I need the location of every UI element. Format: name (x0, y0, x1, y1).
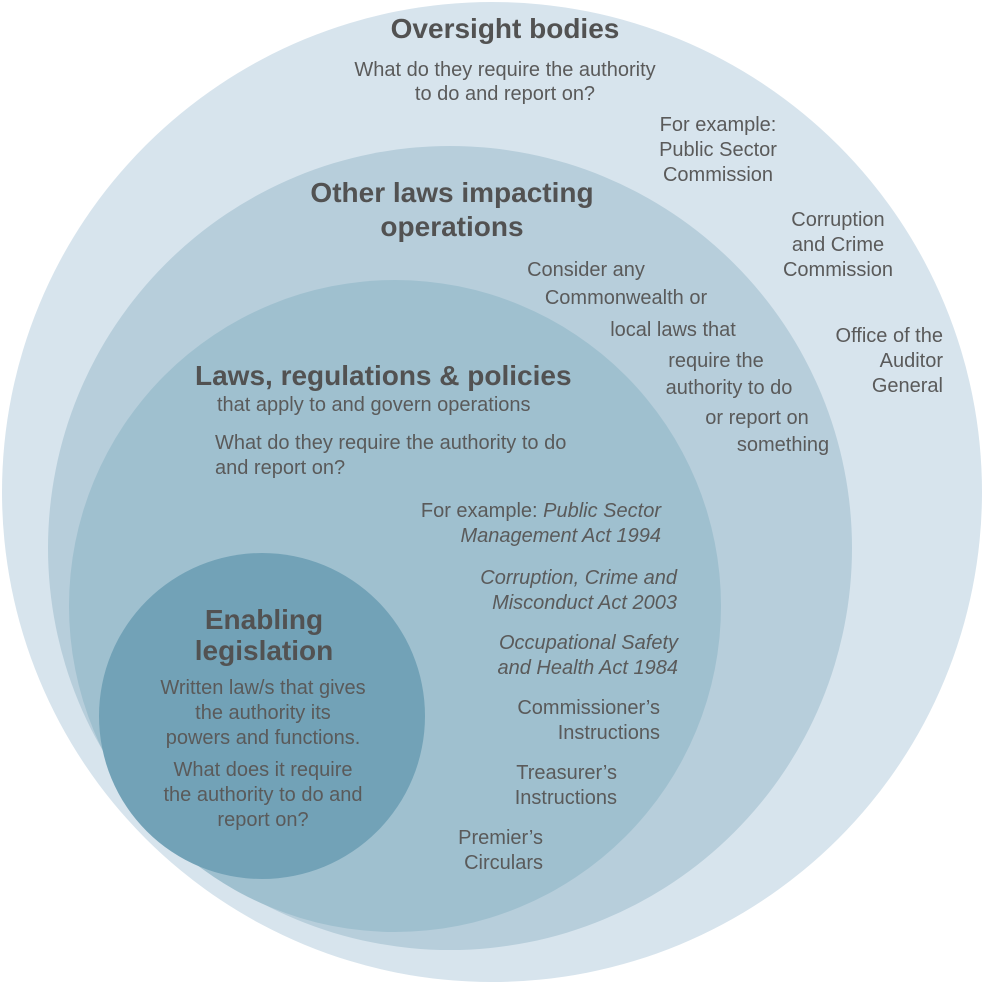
example-corruption-crime-commission: Corruption and Crime Commission (782, 209, 894, 281)
oversight-bodies-question: What do they require the authority to do… (354, 59, 656, 105)
example-occupational-safety-health-act: Occupational Safety and Health Act 1984 (497, 632, 679, 679)
example-public-sector-commission: For example: Public Sector Commission (659, 114, 777, 186)
example-corruption-crime-misconduct-act: Corruption, Crime and Misconduct Act 200… (480, 567, 677, 614)
other-laws-note-line: Consider any (527, 259, 645, 281)
oversight-bodies-title: Oversight bodies (390, 13, 620, 44)
example-office-auditor-general: Office of the Auditor General (835, 325, 943, 397)
other-laws-note-line: or report on (705, 407, 809, 429)
example-premiers-circulars: Premier’s Circulars (458, 827, 543, 874)
enabling-legislation-title: Enabling legislation (194, 604, 334, 666)
laws-regulations-policies-title: Laws, regulations & policies (195, 360, 572, 391)
example-commissioners-instructions: Commissioner’s Instructions (517, 697, 660, 744)
other-laws-note-line: Commonwealth or (544, 287, 708, 309)
other-laws-title: Other laws impacting operations (310, 177, 594, 242)
example-public-sector-management-act: For example: Public Sector Management Ac… (403, 499, 661, 549)
other-laws-note-line: local laws that (610, 319, 736, 341)
other-laws-note-line: authority to do (665, 377, 793, 399)
laws-regulations-policies-question: What do they require the authority to do… (215, 432, 567, 479)
example-treasurers-instructions: Treasurer’s Instructions (514, 762, 617, 809)
laws-regulations-policies-subtitle: that apply to and govern operations (217, 394, 531, 416)
enabling-legislation-description: Written law/s that gives the authority i… (160, 677, 366, 749)
for-example-prefix: For example: (420, 500, 538, 522)
act-name: Public Sector Management Act 1994 (460, 500, 662, 547)
enabling-legislation-question: What does it require the authority to do… (163, 759, 363, 831)
circle-enabling-legislation (99, 553, 425, 879)
other-laws-note-line: something (736, 434, 830, 456)
other-laws-note-line: require the (668, 350, 764, 372)
